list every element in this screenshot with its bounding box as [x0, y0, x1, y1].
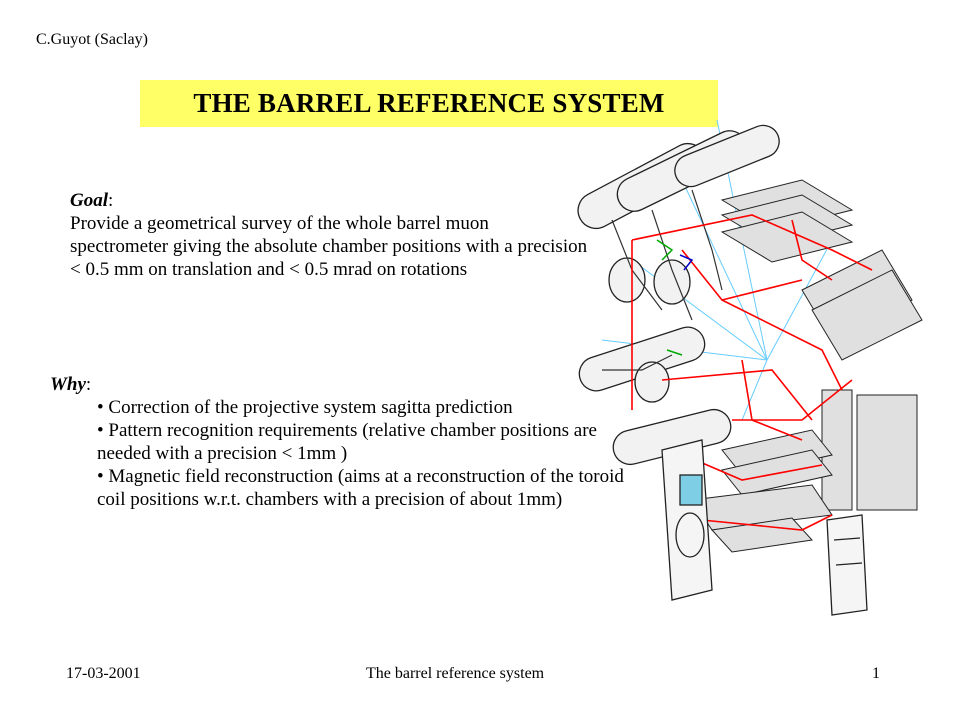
why-item-pattern: • Pattern recognition requirements (rela…	[97, 420, 597, 464]
goal-text: Provide a geometrical survey of the whol…	[70, 213, 588, 280]
why-label: Why	[50, 374, 86, 395]
goal-section: Goal: Provide a geometrical survey of th…	[70, 190, 588, 280]
why-list: • Correction of the projective system sa…	[50, 396, 640, 511]
why-item-magnetic: • Magnetic field reconstruction (aims at…	[97, 466, 624, 510]
barrel-spectrometer-drawing	[577, 120, 923, 616]
why-section: Why: • Correction of the projective syst…	[50, 373, 640, 511]
goal-label: Goal	[70, 190, 108, 211]
title-banner: THE BARREL REFERENCE SYSTEM	[140, 80, 718, 127]
footer-date: 17-03-2001	[66, 665, 141, 682]
footer-page-number: 1	[872, 665, 880, 682]
footer-presentation-name: The barrel reference system	[366, 665, 545, 682]
slide-title: THE BARREL REFERENCE SYSTEM	[193, 88, 665, 118]
why-item-sagitta: • Correction of the projective system sa…	[97, 397, 513, 418]
author-label: C.Guyot (Saclay)	[36, 31, 148, 48]
